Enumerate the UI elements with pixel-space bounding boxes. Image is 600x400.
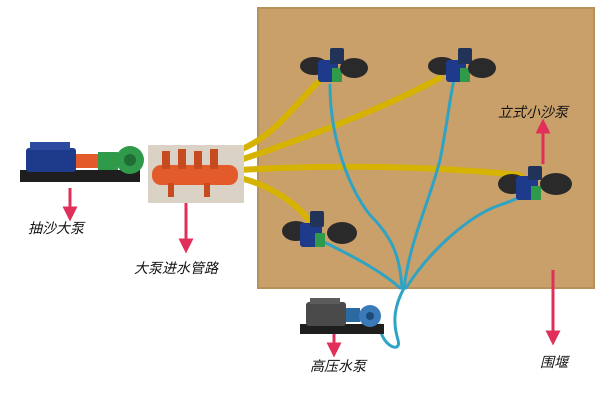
yellow-intake-pipes [237, 75, 523, 228]
vertical-pump-4 [282, 211, 357, 247]
label-cofferdam: 围堰 [540, 355, 568, 371]
big-sand-pump [20, 142, 144, 182]
arrows [62, 118, 561, 358]
high-pressure-pump [300, 298, 384, 334]
label-high-pressure-pump: 高压水泵 [310, 359, 366, 375]
label-sand-pump-big: 抽沙大泵 [28, 221, 84, 237]
vertical-pump-1 [300, 48, 368, 82]
vertical-pump-2 [428, 48, 496, 82]
label-vertical-small-pump: 立式小沙泵 [498, 105, 568, 121]
inlet-manifold [148, 145, 244, 203]
vertical-pump-3 [498, 166, 572, 200]
label-inlet-pipe: 大泵进水管路 [134, 261, 218, 277]
